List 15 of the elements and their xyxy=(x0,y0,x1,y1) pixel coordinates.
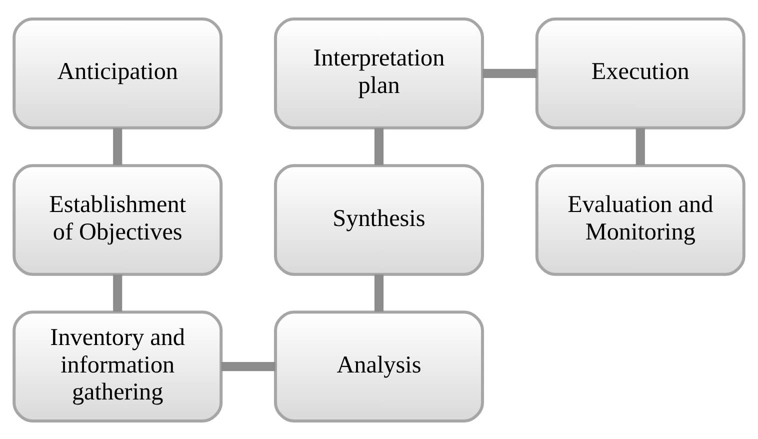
connector xyxy=(482,68,537,78)
connector xyxy=(221,362,276,371)
node-box: Execution xyxy=(535,17,746,129)
connector xyxy=(374,127,384,165)
node-box: Establishment of Objectives xyxy=(12,164,223,276)
node-box: Evaluation and Monitoring xyxy=(535,164,746,276)
node-box: Synthesis xyxy=(274,164,484,276)
connector xyxy=(374,274,384,312)
node-box: Interpretation plan xyxy=(274,17,484,129)
node-box: Anticipation xyxy=(12,17,223,129)
connector xyxy=(636,127,645,165)
connector xyxy=(113,127,122,165)
node-box: Analysis xyxy=(274,310,484,422)
connector xyxy=(113,274,122,312)
node-box: Inventory and information gathering xyxy=(12,310,223,422)
